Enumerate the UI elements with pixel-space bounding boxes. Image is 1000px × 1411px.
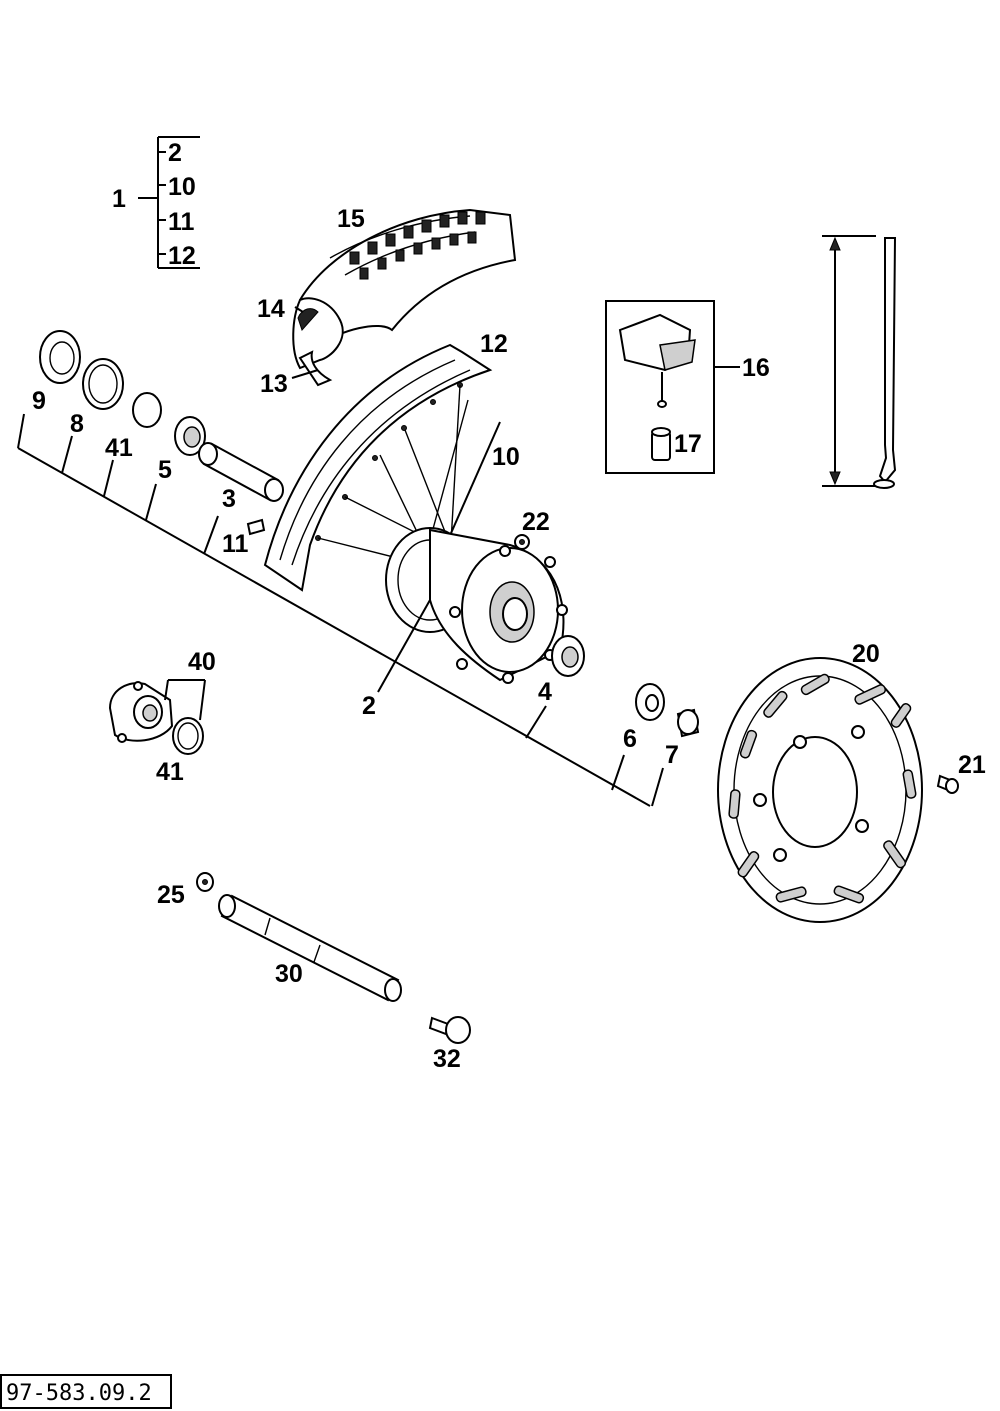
label-8: 8 [70,410,84,438]
bearing-right [551,635,700,738]
label-kit-12: 12 [168,242,196,270]
label-14: 14 [257,295,285,323]
hub-drawing: 2 [362,527,568,720]
valve-kit-box: 16 17 [605,300,770,474]
speedo-drive: 40 41 [108,648,216,786]
label-kit-10: 10 [168,173,196,201]
label-21: 21 [958,751,986,779]
label-kit-11: 11 [168,208,195,236]
nut-22-drawing: 22 [514,508,550,550]
label-7: 7 [665,741,679,769]
leader-lines: 9 8 41 5 3 11 4 6 7 [17,387,679,807]
label-20: 20 [852,640,880,668]
label-kit-2: 2 [168,139,182,167]
tyre-drawing: 15 14 13 [257,205,517,398]
label-4: 4 [538,678,552,706]
label-1: 1 [112,185,126,213]
spoke-length-dimension [822,235,897,489]
label-10: 10 [492,443,520,471]
disc-screw: 21 [936,751,986,794]
label-13: 13 [260,370,288,398]
label-16: 16 [742,354,770,382]
label-9: 9 [32,387,46,415]
label-15: 15 [337,205,365,233]
label-2: 2 [362,692,376,720]
label-25: 25 [157,881,185,909]
kit-bracket: 1 2 10 11 12 [112,136,200,270]
label-30: 30 [275,960,303,988]
label-6: 6 [623,725,637,753]
axle-parts: 25 30 32 [157,872,471,1073]
label-41: 41 [105,434,133,462]
label-5: 5 [158,456,172,484]
label-12: 12 [480,330,508,358]
tyre-tread [349,211,486,280]
drawing-number-box: 97-583.09.2 [0,1374,172,1409]
label-3: 3 [222,485,236,513]
label-41-speedo: 41 [156,758,184,786]
spacer-assembly-left [39,330,284,536]
drawing-number: 97-583.09.2 [6,1381,152,1406]
brake-disc: 20 [717,640,923,923]
label-11: 11 [222,530,249,558]
label-17: 17 [674,430,702,458]
label-40: 40 [188,648,216,676]
label-32: 32 [433,1045,461,1073]
label-22: 22 [522,508,550,536]
